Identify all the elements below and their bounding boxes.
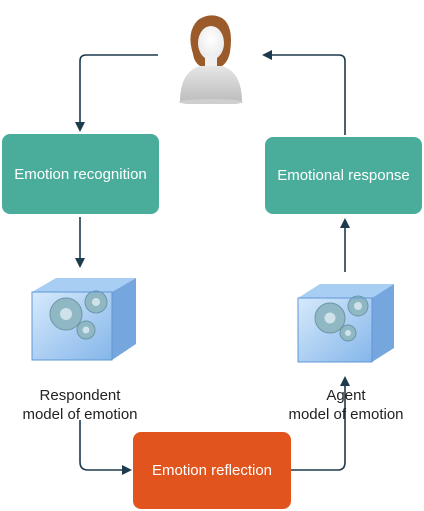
respondent-model-gears-cube-icon (31, 278, 136, 361)
respondent-caption-line2: model of emotion (22, 406, 138, 423)
emotion-recognition-label: Emotion recognition (14, 165, 147, 183)
agent-caption-line2: model of emotion (288, 406, 404, 423)
person-avatar-icon (179, 15, 243, 104)
emotion-reflection-node: Emotion reflection (133, 432, 291, 509)
respondent-caption-line1: Respondent (39, 387, 121, 404)
agent-model-caption: Agent model of emotion (276, 386, 416, 424)
arrow-reflection-to-agent (291, 376, 350, 471)
arrow-person-to-recognition (75, 54, 158, 132)
arrow-response-to-person (262, 50, 346, 135)
arrow-model-to-reflection (79, 420, 132, 475)
emotional-response-node: Emotional response (265, 137, 422, 214)
agent-caption-line1: Agent (326, 387, 366, 404)
emotion-reflection-label: Emotion reflection (151, 462, 273, 479)
respondent-model-caption: Respondent model of emotion (10, 386, 150, 424)
emotion-recognition-node: Emotion recognition (2, 134, 159, 214)
agent-model-gears-cube-icon (297, 284, 394, 363)
emotional-response-label: Emotional response (277, 167, 410, 184)
